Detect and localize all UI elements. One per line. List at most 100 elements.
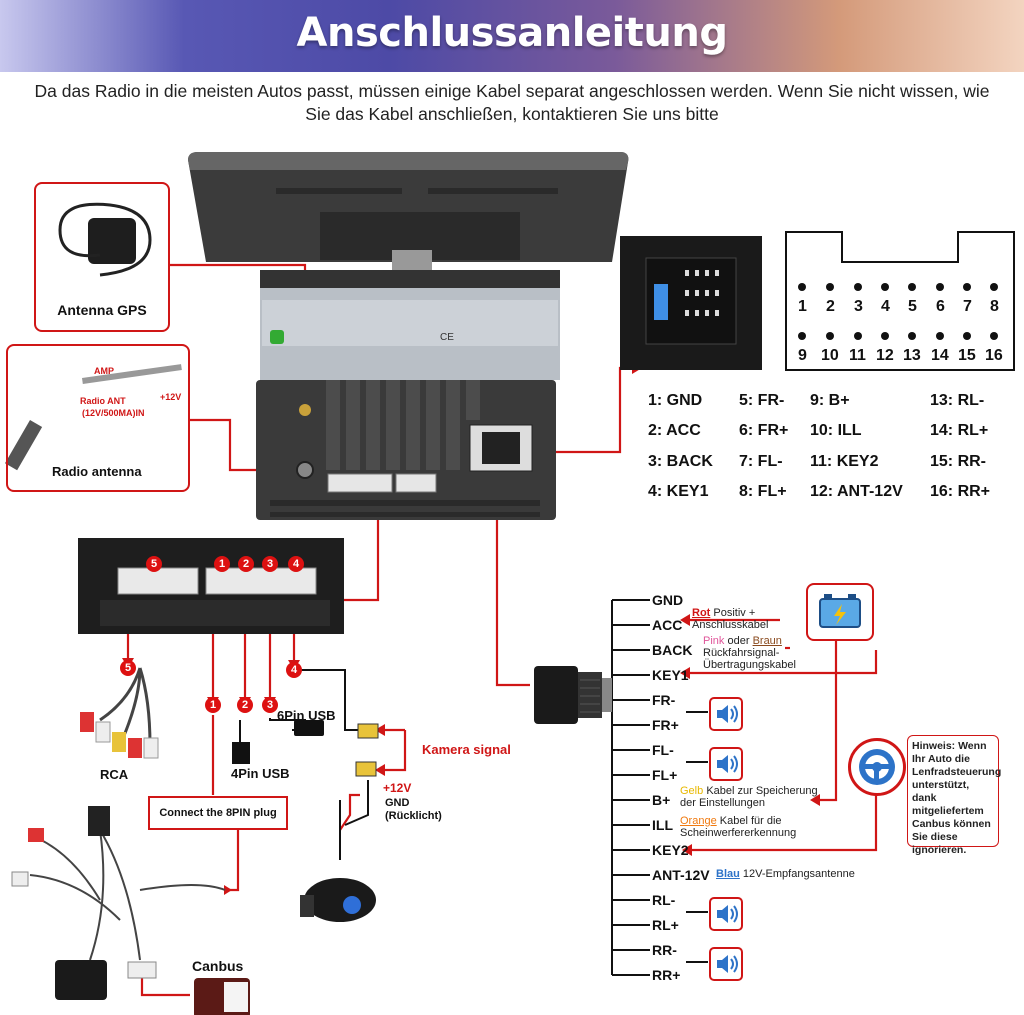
camera-plus12-label: +12V <box>383 781 412 795</box>
pin-entry: 10: ILL <box>810 422 862 439</box>
wire-label: FL- <box>652 742 674 758</box>
pin-entry: 13: RL- <box>930 392 985 409</box>
wire-label: B+ <box>652 792 671 808</box>
note-line: unterstützt, dank <box>912 779 970 804</box>
back-text1: Rückfahrsignal- <box>703 647 780 659</box>
steering-wheel-icon <box>859 749 895 785</box>
pin-entry: 11: KEY2 <box>810 453 879 470</box>
cable-number-1: 1 <box>205 697 221 713</box>
cable-number-4: 4 <box>286 662 302 678</box>
back-or: oder <box>727 635 750 647</box>
note-line: Lenfradsteuerung <box>912 766 1002 778</box>
ant-desc: Blau 12V-Empfangsantenne <box>716 868 855 880</box>
wire-label: ANT-12V <box>652 867 710 883</box>
radio-ant-label: Radio ANT <box>80 396 126 406</box>
acc-color: Rot <box>692 607 711 619</box>
camera-gnd-label: GND <box>385 797 410 809</box>
port-number-2: 2 <box>238 556 254 572</box>
port-number-1: 1 <box>214 556 230 572</box>
wire-label: FR- <box>652 692 676 708</box>
pin-num: 3 <box>854 298 863 315</box>
speaker-icon <box>709 947 743 981</box>
battery-box <box>806 583 874 641</box>
back-color1: Pink <box>703 635 725 647</box>
wire-label: ACC <box>652 617 683 633</box>
pin-entry: 2: ACC <box>648 422 701 439</box>
pin-num: 4 <box>881 298 890 315</box>
intro-text: Da das Radio in die meisten Autos passt,… <box>34 81 990 124</box>
pin-num: 8 <box>990 298 999 315</box>
pin-num: 7 <box>963 298 972 315</box>
port-number-3: 3 <box>262 556 278 572</box>
radio-ant-plus12: +12V <box>160 392 182 402</box>
connect-8pin-label: Connect the 8PIN plug <box>159 807 277 819</box>
wire-label: ILL <box>652 817 673 833</box>
pin-num: 9 <box>798 347 807 364</box>
wire-label: RL- <box>652 892 676 908</box>
ant-text: 12V-Empfangsantenne <box>742 868 855 880</box>
usb6-label: 6Pin USB <box>277 708 336 723</box>
wire-label: KEY2 <box>652 842 689 858</box>
ant-color: Blau <box>716 868 740 880</box>
pin-entry: 7: FL- <box>739 453 783 470</box>
b-color: Gelb <box>680 785 704 797</box>
ill-color: Orange <box>680 815 717 827</box>
wire-label: RR- <box>652 942 677 958</box>
canbus-note: Hinweis: Wenn Ihr Auto die Lenfradsteuer… <box>907 735 1002 856</box>
pin-entry: 5: FR- <box>739 392 785 409</box>
pin-entry: 9: B+ <box>810 392 850 409</box>
wire-label: FL+ <box>652 767 678 783</box>
pin-entry: 3: BACK <box>648 453 713 470</box>
steering-wheel-box <box>848 738 906 796</box>
battery-icon <box>819 594 861 628</box>
pin-num: 10 <box>821 347 839 364</box>
pin-num: 6 <box>936 298 945 315</box>
note-line: Ihr Auto die <box>912 753 970 765</box>
gps-antenna-box <box>34 182 170 332</box>
pin-entry: 8: FL+ <box>739 483 787 500</box>
acc-text1: Positiv + <box>713 607 756 619</box>
svg-text:CE: CE <box>440 332 454 343</box>
pin-entry: 6: FR+ <box>739 422 789 439</box>
cable-number-5: 5 <box>120 660 136 676</box>
note-line: mitgeliefertem <box>912 805 984 817</box>
back-desc: Pink oder Braun Rückfahrsignal- Übertrag… <box>703 635 796 671</box>
acc-desc: Rot Positiv + Anschlusskabel <box>692 607 768 631</box>
pin-num: 15 <box>958 347 976 364</box>
wire-label: RR+ <box>652 967 681 983</box>
title-banner <box>0 0 1024 72</box>
pin-num: 12 <box>876 347 894 364</box>
pin-num: 1 <box>798 298 807 315</box>
ill-text2: Scheinwerfererkennung <box>680 827 797 839</box>
cable-number-3: 3 <box>262 697 278 713</box>
speaker-icon <box>709 747 743 781</box>
pin-num: 2 <box>826 298 835 315</box>
b-text1: Kabel zur Speicherung <box>706 785 818 797</box>
note-line: Canbus können <box>912 818 991 830</box>
pin-num: 16 <box>985 347 1003 364</box>
ill-desc: Orange Kabel für die Scheinwerfererkennu… <box>680 815 796 839</box>
port-number-4: 4 <box>288 556 304 572</box>
canbus-label: Canbus <box>192 958 244 974</box>
note-line: ignorieren. <box>912 844 967 856</box>
wire-label-column: GND ACC BACK KEY1 FR- FR+ FL- FL+ B+ ILL… <box>652 590 712 985</box>
pin-entry: 12: ANT-12V <box>810 483 903 500</box>
page-title: Anschlussanleitung <box>296 10 728 56</box>
speaker-icon <box>709 697 743 731</box>
note-line: Sie diese <box>912 831 958 843</box>
speaker-icon <box>709 897 743 931</box>
radio-antenna-label: Radio antenna <box>52 464 142 479</box>
pin-num: 14 <box>931 347 949 364</box>
radio-antenna-box <box>6 344 190 492</box>
connect-8pin-box: Connect the 8PIN plug <box>148 796 288 830</box>
note-line: Hinweis: Wenn <box>912 740 987 752</box>
radio-ant-spec: (12V/500MA)IN <box>82 408 145 418</box>
wire-label: GND <box>652 592 684 608</box>
pin-entry: 15: RR- <box>930 453 987 470</box>
wire-label: BACK <box>652 642 693 658</box>
pin-num: 13 <box>903 347 921 364</box>
back-text2: Übertragungskabel <box>703 659 796 671</box>
amp-label: AMP <box>94 366 114 376</box>
wire-label: RL+ <box>652 917 679 933</box>
cable-number-2: 2 <box>237 697 253 713</box>
